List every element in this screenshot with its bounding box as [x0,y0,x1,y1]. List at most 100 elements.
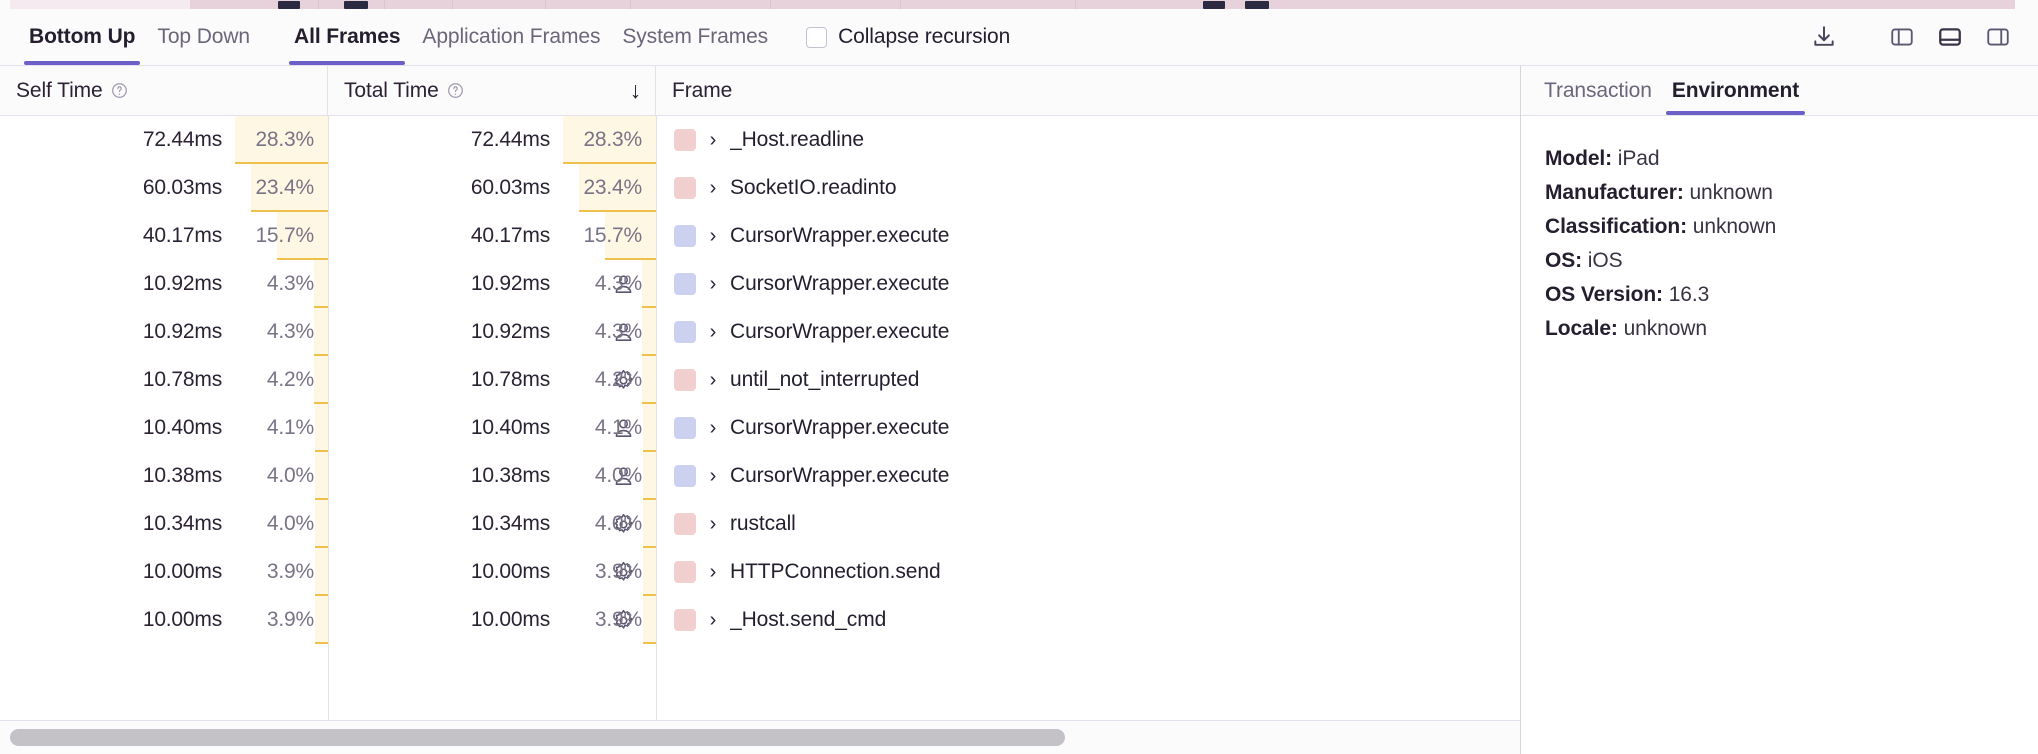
tab-top-down[interactable]: Top Down [146,9,261,65]
environment-value: iPad [1612,147,1660,170]
collapse-recursion-toggle[interactable]: Collapse recursion [795,9,1021,65]
environment-value: 16.3 [1662,283,1710,306]
toolbar-spacer [261,9,283,65]
tab-transaction-label: Transaction [1544,78,1652,102]
environment-key: Model: [1545,147,1613,170]
total-time-value: 10.00ms [470,560,550,583]
tab-environment[interactable]: Environment [1662,66,1809,115]
scrollbar-thumb[interactable] [10,729,1065,746]
environment-key: OS: [1545,249,1583,272]
frame-color-swatch [674,465,696,487]
person-icon [610,319,636,345]
download-icon[interactable] [1804,17,1844,57]
sort-descending-icon[interactable]: ↓ [629,77,642,103]
chevron-right-icon[interactable]: › [709,368,717,391]
chevron-right-icon[interactable]: › [709,608,717,631]
environment-row: OS: iOS [1545,244,2038,278]
frame-name: CursorWrapper.execute [730,464,950,487]
info-icon[interactable] [447,82,464,99]
environment-value: unknown [1617,317,1707,340]
gear-icon [610,559,636,585]
chevron-right-icon[interactable]: › [709,416,717,439]
flamegraph-strip[interactable] [0,0,2038,9]
total-time-value: 60.03ms [470,176,550,199]
frame-name: _Host.send_cmd [730,608,887,631]
panel-right-icon[interactable] [1978,17,2018,57]
environment-key: Manufacturer: [1545,181,1684,204]
chevron-right-icon[interactable]: › [709,272,717,295]
frame-color-swatch [674,513,696,535]
tab-transaction[interactable]: Transaction [1534,66,1662,115]
person-icon [610,463,636,489]
total-time-percent: 3.9% [594,608,642,631]
column-header-frame[interactable]: Frame [656,66,1520,115]
info-icon[interactable] [111,82,128,99]
tab-system-frames[interactable]: System Frames [611,9,779,65]
chevron-right-icon[interactable]: › [709,464,717,487]
self-time-value: 10.00ms [142,560,222,583]
tab-bottom-up[interactable]: Bottom Up [18,9,146,65]
environment-row: Model: iPad [1545,142,2038,176]
total-time-percent: 4.3% [594,272,642,295]
self-time-value: 10.92ms [142,320,222,343]
panel-bottom-icon[interactable] [1930,17,1970,57]
self-time-percent-wrap: 4.0% [232,452,328,500]
chevron-right-icon[interactable]: › [709,320,717,343]
chevron-right-icon[interactable]: › [709,224,717,247]
column-header-total-time-label: Total Time [344,78,439,102]
chevron-right-icon[interactable]: › [709,176,717,199]
chevron-right-icon[interactable]: › [709,512,717,535]
tab-application-frames[interactable]: Application Frames [411,9,611,65]
environment-row: Locale: unknown [1545,312,2038,346]
frame-color-swatch [674,321,696,343]
frame-color-swatch [674,225,696,247]
total-time-percent-wrap: 28.3% [560,116,656,164]
chevron-right-icon[interactable]: › [709,128,717,151]
frame-name: SocketIO.readinto [730,176,897,199]
column-header-total-time[interactable]: Total Time ↓ [328,66,656,115]
self-time-percent: 4.3% [266,320,314,343]
self-time-percent: 15.7% [255,224,314,247]
tab-system-frames-label: System Frames [622,25,769,48]
profiling-toolbar: Bottom Up Top Down All Frames Applicatio… [0,9,2038,66]
tab-bottom-up-label: Bottom Up [29,25,136,48]
total-time-percent-wrap: 4.0% [560,500,656,548]
column-header-self-time[interactable]: Self Time [0,66,328,115]
scrollbar-track[interactable] [10,729,1510,746]
chevron-right-icon[interactable]: › [709,560,717,583]
panel-body: Self Time Total Time [0,66,2038,754]
self-time-percent: 4.1% [266,416,314,439]
total-time-value: 40.17ms [470,224,550,247]
cell-frame: ›CursorWrapper.execute [656,404,1520,452]
tab-all-frames[interactable]: All Frames [283,9,411,65]
view-mode-tabs: Bottom Up Top Down [18,9,261,65]
horizontal-scrollbar[interactable] [0,720,1520,754]
total-time-value: 72.44ms [470,128,550,151]
frame-color-swatch [674,609,696,631]
frame-color-swatch [674,129,696,151]
total-time-percent-wrap: 3.9% [560,548,656,596]
frame-name: CursorWrapper.execute [730,224,950,247]
frame-color-swatch [674,273,696,295]
panel-left-icon[interactable] [1882,17,1922,57]
collapse-recursion-checkbox[interactable] [806,26,828,48]
